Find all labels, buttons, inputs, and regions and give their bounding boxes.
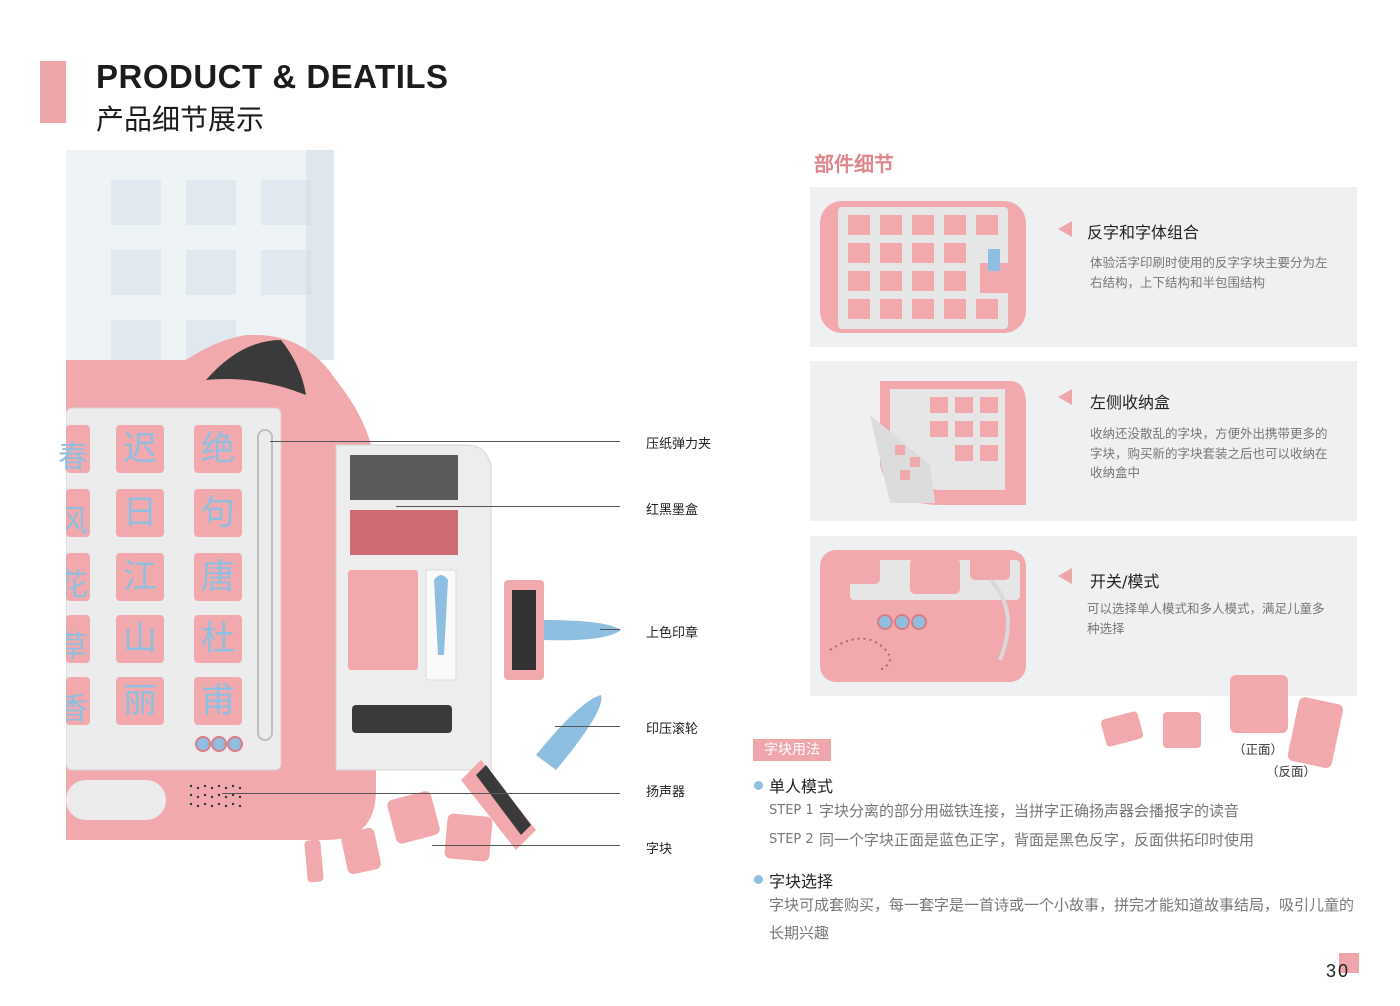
callout-label: 上色印章 bbox=[646, 626, 699, 641]
usage-badge: 字块用法 bbox=[753, 739, 831, 761]
detail-card: 左侧收纳盒 收纳还没散乱的字块，方便外出携带更多的字块，购买新的字块套装之后也可… bbox=[810, 361, 1357, 521]
char-block: 山 bbox=[116, 615, 164, 663]
block-front-label: （正面） bbox=[1233, 742, 1284, 757]
card-thumbnail bbox=[820, 375, 1026, 507]
callout-line bbox=[396, 506, 620, 507]
accent-bar bbox=[40, 61, 66, 123]
char-block: 句 bbox=[194, 489, 242, 537]
callout-line bbox=[222, 793, 620, 794]
char-block: 杜 bbox=[194, 615, 242, 663]
step-label: STEP 2 bbox=[769, 832, 814, 847]
detail-card: 开关/模式 可以选择单人模式和多人模式，满足儿童多种选择 bbox=[810, 536, 1357, 696]
arrow-left-icon bbox=[1058, 221, 1072, 237]
character-blocks-render bbox=[1100, 675, 1344, 768]
card-description: 体验活字印刷时使用的反字字块主要分为左右结构，上下结构和半包围结构 bbox=[1090, 255, 1328, 290]
arrow-left-icon bbox=[1058, 389, 1072, 405]
card-title: 反字和字体组合 bbox=[1087, 223, 1200, 242]
callout-label: 红黑墨盒 bbox=[646, 503, 699, 518]
bullet-dot bbox=[754, 781, 763, 790]
card-thumbnail bbox=[820, 550, 1026, 682]
card-title: 开关/模式 bbox=[1090, 572, 1160, 591]
card-title: 左侧收纳盒 bbox=[1090, 393, 1171, 412]
callout-line bbox=[432, 845, 620, 846]
callout-line bbox=[555, 726, 620, 727]
arrow-left-icon bbox=[1058, 568, 1072, 584]
callout-label: 扬声器 bbox=[646, 785, 686, 800]
char-block: 甫 bbox=[194, 677, 242, 725]
page-number: 30 bbox=[1325, 961, 1350, 981]
char-block: 唐 bbox=[194, 553, 242, 601]
callout-label: 印压滚轮 bbox=[646, 722, 699, 737]
card-description: 可以选择单人模式和多人模式，满足儿童多种选择 bbox=[1087, 601, 1325, 636]
char-block: 江 bbox=[116, 553, 164, 601]
callout-label: 压纸弹力夹 bbox=[646, 437, 712, 452]
callout-line bbox=[270, 441, 620, 442]
detail-card: 反字和字体组合 体验活字印刷时使用的反字字块主要分为左右结构，上下结构和半包围结… bbox=[810, 187, 1357, 347]
char-block: 迟 bbox=[116, 425, 164, 473]
step-label: STEP 1 bbox=[769, 803, 814, 818]
step-text: 同一个字块正面是蓝色正字，背面是黑色反字，反面供拓印时使用 bbox=[819, 831, 1255, 849]
page-title: PRODUCT & DEATILS bbox=[96, 58, 449, 95]
block-back-label: （反面） bbox=[1266, 764, 1317, 779]
block-select-text: 字块可成套购买，每一套字是一首诗或一个小故事，拼完才能知道故事结局，吸引儿童的长… bbox=[769, 896, 1355, 942]
callout-label: 字块 bbox=[646, 842, 673, 857]
character-grid: 春 迟 绝 风 日 句 花 江 唐 草 山 杜 香 丽 甫 bbox=[58, 425, 256, 755]
char-block: 花 bbox=[66, 553, 90, 601]
char-block: 日 bbox=[116, 489, 164, 537]
char-block: 春 bbox=[58, 425, 90, 475]
char-block: 丽 bbox=[116, 677, 164, 725]
section-title-parts: 部件细节 bbox=[814, 152, 894, 176]
char-block: 风 bbox=[66, 489, 90, 537]
block-select-title: 字块选择 bbox=[769, 872, 834, 891]
bullet-dot bbox=[754, 875, 763, 884]
page-marker bbox=[1339, 953, 1359, 973]
page-subtitle: 产品细节展示 bbox=[96, 103, 265, 136]
char-block: 绝 bbox=[194, 425, 242, 473]
single-mode-title: 单人模式 bbox=[769, 777, 834, 796]
char-block: 香 bbox=[66, 677, 90, 725]
char-block: 草 bbox=[66, 615, 90, 663]
step-text: 字块分离的部分用磁铁连接，当拼字正确扬声器会播报字的读音 bbox=[819, 802, 1240, 820]
callout-line bbox=[600, 629, 620, 630]
card-thumbnail bbox=[820, 201, 1026, 333]
card-description: 收纳还没散乱的字块，方便外出携带更多的字块，购买新的字块套装之后也可以收纳在收纳… bbox=[1090, 426, 1328, 480]
